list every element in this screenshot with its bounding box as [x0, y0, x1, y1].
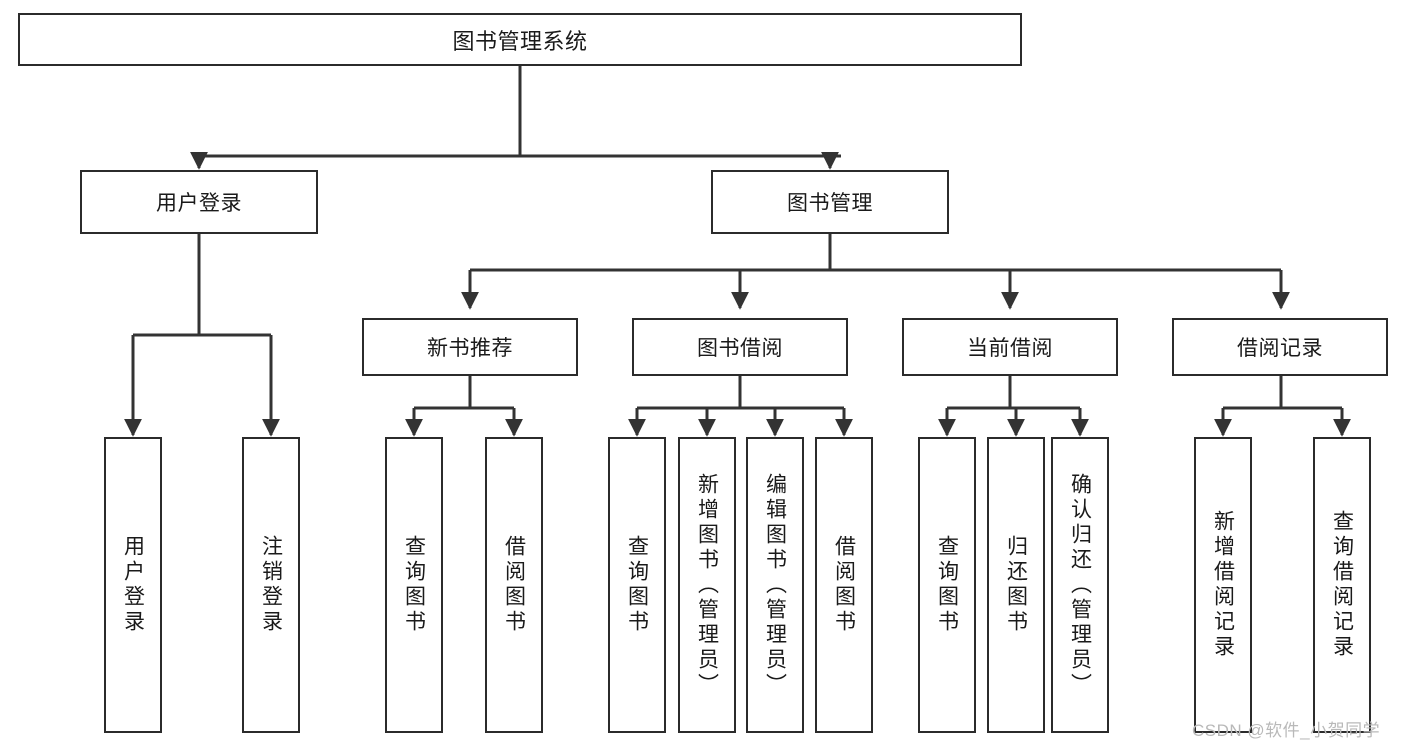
node-root-system[interactable]: 图书管理系统 — [18, 13, 1022, 66]
node-label: 编辑图书（管理员） — [763, 472, 787, 698]
leaf-borrow-record-add[interactable]: 新增借阅记录 — [1194, 437, 1252, 733]
node-label: 用户登录 — [156, 192, 242, 215]
leaf-current-borrow-confirm[interactable]: 确认归还（管理员） — [1051, 437, 1109, 733]
node-label: 注销登录 — [259, 535, 283, 635]
node-label: 图书借阅 — [697, 337, 783, 360]
leaf-borrow-record-query[interactable]: 查询借阅记录 — [1313, 437, 1371, 733]
node-book-management[interactable]: 图书管理 — [711, 170, 949, 234]
node-label: 用户登录 — [121, 535, 145, 635]
leaf-new-book-borrow[interactable]: 借阅图书 — [485, 437, 543, 733]
leaf-current-borrow-return[interactable]: 归还图书 — [987, 437, 1045, 733]
leaf-current-borrow-query[interactable]: 查询图书 — [918, 437, 976, 733]
leaf-book-borrow-add[interactable]: 新增图书（管理员） — [678, 437, 736, 733]
node-label: 归还图书 — [1004, 535, 1028, 635]
node-label: 借阅记录 — [1237, 337, 1323, 360]
node-current-borrow[interactable]: 当前借阅 — [902, 318, 1118, 376]
node-user-login[interactable]: 用户登录 — [80, 170, 318, 234]
node-label: 新增借阅记录 — [1211, 510, 1235, 660]
node-label: 确认归还（管理员） — [1068, 472, 1092, 698]
node-label: 图书管理 — [787, 192, 873, 215]
node-label: 查询图书 — [625, 535, 649, 635]
leaf-user-login-logout[interactable]: 注销登录 — [242, 437, 300, 733]
node-label: 图书管理系统 — [452, 28, 588, 54]
watermark-credit: CSDN @软件_小贺同学 — [1192, 721, 1381, 740]
node-label: 查询借阅记录 — [1330, 510, 1354, 660]
node-new-book-recommend[interactable]: 新书推荐 — [362, 318, 578, 376]
leaf-user-login-login[interactable]: 用户登录 — [104, 437, 162, 733]
node-book-borrow[interactable]: 图书借阅 — [632, 318, 848, 376]
node-label: 新书推荐 — [427, 337, 513, 360]
leaf-book-borrow-borrow[interactable]: 借阅图书 — [815, 437, 873, 733]
node-label: 查询图书 — [935, 535, 959, 635]
leaf-new-book-query[interactable]: 查询图书 — [385, 437, 443, 733]
node-label: 借阅图书 — [832, 535, 856, 635]
leaf-book-borrow-edit[interactable]: 编辑图书（管理员） — [746, 437, 804, 733]
node-borrow-record[interactable]: 借阅记录 — [1172, 318, 1388, 376]
leaf-book-borrow-query[interactable]: 查询图书 — [608, 437, 666, 733]
node-label: 新增图书（管理员） — [695, 472, 719, 698]
node-label: 当前借阅 — [967, 337, 1053, 360]
node-label: 查询图书 — [402, 535, 426, 635]
node-label: 借阅图书 — [502, 535, 526, 635]
